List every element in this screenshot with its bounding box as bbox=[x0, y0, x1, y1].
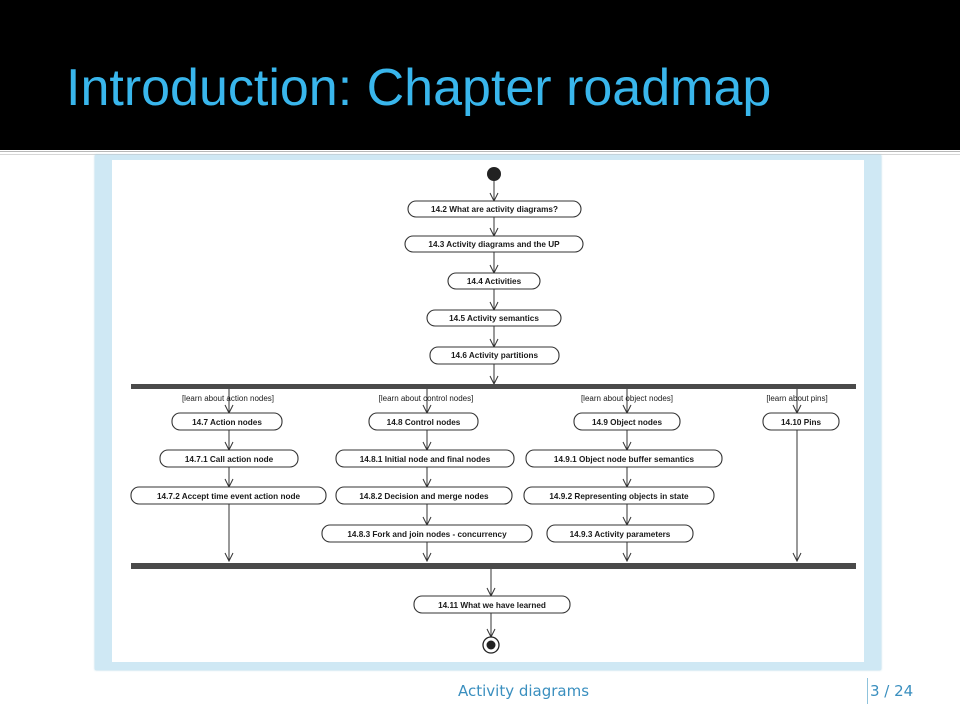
label-14-3: 14.3 Activity diagrams and the UP bbox=[428, 240, 560, 249]
node-14-9-3 bbox=[546, 524, 694, 543]
label-14-8-2: 14.8.2 Decision and merge nodes bbox=[359, 492, 489, 501]
node-14-4 bbox=[447, 272, 541, 290]
footer-title: Activity diagrams bbox=[458, 682, 590, 700]
fork-bar bbox=[131, 384, 856, 389]
node-14-9-1 bbox=[525, 449, 723, 468]
page-number: 3 / 24 bbox=[870, 682, 914, 700]
node-14-8-3 bbox=[321, 524, 533, 543]
label-14-9: 14.9 Object nodes bbox=[592, 418, 663, 427]
label-14-9-1: 14.9.1 Object node buffer semantics bbox=[554, 455, 695, 464]
guard-action-nodes: [learn about action nodes] bbox=[182, 394, 274, 403]
node-14-8-1 bbox=[335, 449, 515, 468]
node-14-5 bbox=[426, 309, 562, 327]
label-14-10: 14.10 Pins bbox=[781, 418, 822, 427]
label-14-7-1: 14.7.1 Call action node bbox=[185, 455, 274, 464]
header-divider bbox=[0, 151, 960, 155]
node-14-2 bbox=[407, 200, 582, 218]
label-14-9-2: 14.9.2 Representing objects in state bbox=[549, 492, 689, 501]
label-14-8-1: 14.8.1 Initial node and final nodes bbox=[360, 455, 491, 464]
join-bar bbox=[131, 563, 856, 569]
initial-node bbox=[487, 167, 501, 181]
guard-control-nodes: [learn about control nodes] bbox=[379, 394, 474, 403]
node-14-9 bbox=[573, 412, 681, 431]
node-14-3 bbox=[404, 235, 584, 253]
label-14-4: 14.4 Activities bbox=[467, 277, 522, 286]
label-14-8-3: 14.8.3 Fork and join nodes - concurrency bbox=[347, 530, 507, 539]
node-14-7-1 bbox=[159, 449, 299, 468]
node-14-7 bbox=[171, 412, 283, 431]
label-14-8: 14.8 Control nodes bbox=[387, 418, 461, 427]
node-14-6 bbox=[429, 346, 560, 365]
final-node-inner bbox=[486, 640, 496, 650]
label-14-7: 14.7 Action nodes bbox=[192, 418, 262, 427]
slide-title: Introduction: Chapter roadmap bbox=[66, 59, 772, 117]
label-14-9-3: 14.9.3 Activity parameters bbox=[570, 530, 671, 539]
label-14-2: 14.2 What are activity diagrams? bbox=[431, 205, 558, 214]
label-14-6: 14.6 Activity partitions bbox=[451, 351, 539, 360]
label-14-7-2: 14.7.2 Accept time event action node bbox=[157, 492, 300, 501]
label-14-11: 14.11 What we have learned bbox=[438, 601, 546, 610]
node-14-8 bbox=[368, 412, 479, 431]
node-14-8-2 bbox=[335, 486, 513, 505]
label-14-5: 14.5 Activity semantics bbox=[449, 314, 539, 323]
node-14-7-2 bbox=[130, 486, 327, 505]
guard-object-nodes: [learn about object nodes] bbox=[581, 394, 673, 403]
guard-pins: [learn about pins] bbox=[766, 394, 827, 403]
footer-separator bbox=[867, 678, 868, 704]
node-14-11 bbox=[413, 595, 571, 614]
node-14-10 bbox=[762, 412, 840, 431]
node-14-9-2 bbox=[523, 486, 715, 505]
slide-header: Introduction: Chapter roadmap bbox=[0, 0, 960, 150]
